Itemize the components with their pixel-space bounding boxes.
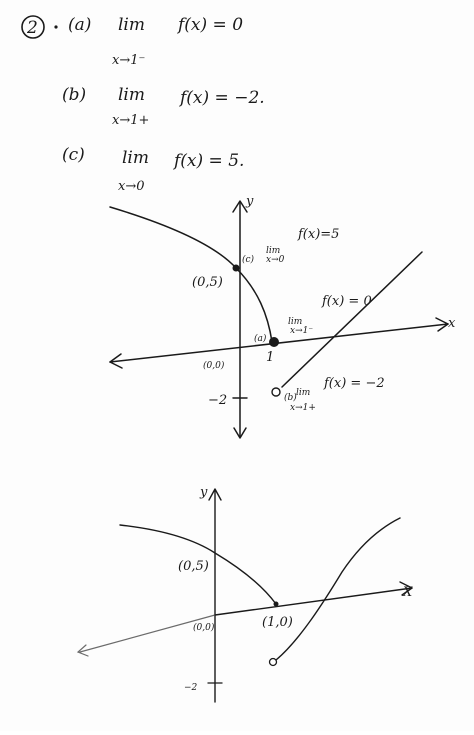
graph2-origin-label: (0,0) bbox=[193, 622, 215, 633]
graph1-x-arrow-right bbox=[435, 317, 449, 332]
graph2-x-axis-right bbox=[214, 587, 413, 616]
graph1-point-05 bbox=[232, 264, 240, 272]
graph1-origin-label: (0,0) bbox=[203, 360, 225, 371]
bullet-dot bbox=[54, 25, 58, 29]
svg-text:f(x)=5: f(x)=5 bbox=[297, 227, 339, 242]
svg-text:f(x) = 0: f(x) = 0 bbox=[321, 294, 372, 309]
graph2-point-05-label: (0,5) bbox=[178, 559, 209, 574]
graph1-x-arrow-left bbox=[109, 353, 123, 369]
graph2-left-curve bbox=[119, 524, 277, 605]
graph1-right-line bbox=[281, 251, 423, 388]
graph2-x-axis-left bbox=[79, 614, 216, 653]
graph-1: y x −2 (0,5) (0,0) 1 (c) lim x→0 f(x)=5 … bbox=[109, 194, 456, 439]
graph2-right-curve bbox=[275, 517, 401, 661]
graph2-tick-neg2-label: −2 bbox=[184, 683, 198, 693]
graph2-x-arrow-left bbox=[76, 644, 89, 657]
problem-number: 2 bbox=[21, 15, 45, 39]
part-c: (c) lim x→0 f(x) = 5. bbox=[62, 145, 244, 194]
part-b-expr: f(x) = −2. bbox=[178, 88, 265, 108]
part-a-expr: f(x) = 0 bbox=[176, 15, 243, 35]
graph1-point-05-label: (0,5) bbox=[192, 275, 223, 290]
part-b-sub: x→1+ bbox=[112, 113, 149, 128]
svg-text:lim: lim bbox=[266, 246, 280, 256]
graph1-annotation-a: (a) lim x→1⁻ f(x) = 0 bbox=[254, 294, 372, 344]
graph1-x-label: x bbox=[448, 316, 456, 331]
part-c-sub: x→0 bbox=[118, 179, 145, 194]
problem-number-text: 2 bbox=[26, 18, 38, 38]
part-b-lim: lim bbox=[118, 85, 145, 105]
part-c-lim: lim bbox=[122, 148, 149, 168]
graph1-tick-neg2-label: −2 bbox=[208, 393, 227, 408]
svg-text:lim: lim bbox=[288, 317, 302, 327]
svg-text:f(x) = −2: f(x) = −2 bbox=[323, 376, 385, 391]
graph1-tick-1-label: 1 bbox=[266, 350, 274, 365]
svg-text:(a): (a) bbox=[254, 333, 267, 344]
graph1-y-label: y bbox=[245, 194, 254, 209]
part-a: (a) lim x→1⁻ f(x) = 0 bbox=[68, 15, 243, 68]
graph1-annotation-b: (b) lim x→1+ f(x) = −2 bbox=[284, 376, 385, 413]
graph2-open-point bbox=[268, 657, 278, 667]
graph2-point-10 bbox=[273, 601, 279, 607]
svg-text:x→1+: x→1+ bbox=[290, 403, 316, 413]
graph1-point-10 bbox=[269, 337, 279, 347]
svg-text:(b): (b) bbox=[284, 392, 297, 403]
graph1-annotation-c: (c) lim x→0 f(x)=5 bbox=[242, 227, 339, 265]
graph2-x-label: X bbox=[402, 585, 413, 600]
svg-text:x→0: x→0 bbox=[266, 255, 285, 265]
graph2-point-10-label: (1,0) bbox=[262, 615, 293, 630]
part-a-label: (a) bbox=[68, 15, 91, 35]
graph2-y-label: y bbox=[199, 485, 208, 500]
part-a-sub: x→1⁻ bbox=[112, 53, 145, 68]
graph2-y-arrow-up bbox=[208, 488, 222, 501]
part-c-expr: f(x) = 5. bbox=[172, 151, 244, 171]
part-b: (b) lim x→1+ f(x) = −2. bbox=[62, 85, 265, 128]
graph2-x-arrow-right bbox=[399, 581, 413, 596]
part-b-label: (b) bbox=[62, 85, 86, 105]
graph1-y-arrow-down bbox=[233, 427, 247, 439]
svg-text:lim: lim bbox=[296, 388, 310, 398]
part-c-label: (c) bbox=[62, 145, 85, 165]
svg-text:(c): (c) bbox=[242, 254, 255, 265]
graph1-left-curve bbox=[109, 206, 273, 343]
graph1-y-arrow-up bbox=[232, 200, 248, 213]
graph-2: y X −2 (0,5) (0,0) (1,0) bbox=[76, 485, 413, 703]
part-a-lim: lim bbox=[118, 15, 145, 35]
graph1-open-point bbox=[271, 387, 281, 397]
svg-text:x→1⁻: x→1⁻ bbox=[290, 326, 313, 336]
graph1-x-axis bbox=[109, 323, 449, 363]
